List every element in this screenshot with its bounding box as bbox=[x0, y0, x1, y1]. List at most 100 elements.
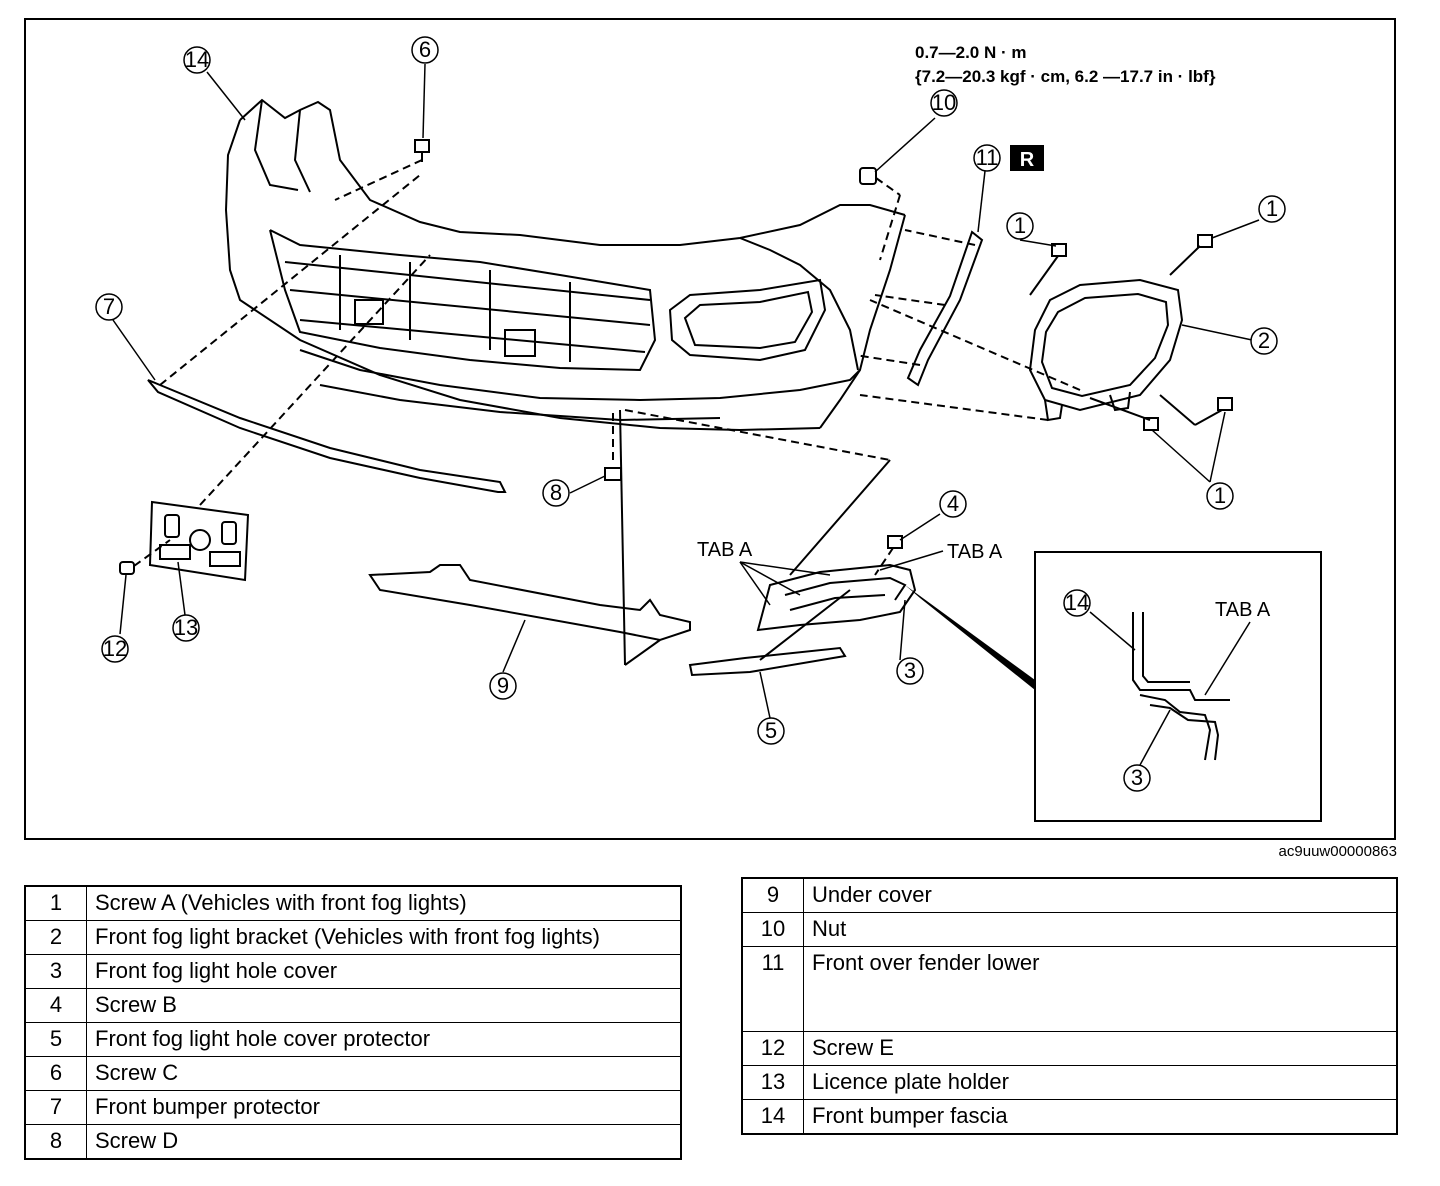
callout-label-14: 14 bbox=[185, 47, 209, 72]
front-bumper-fascia bbox=[224, 98, 906, 432]
callout-label-13: 13 bbox=[174, 615, 198, 640]
front-bumper-protector bbox=[147, 174, 507, 493]
image-code: ac9uuw00000863 bbox=[1279, 843, 1397, 860]
inset-tab-a-label: TAB A bbox=[1215, 599, 1271, 621]
callout-circle-4 bbox=[939, 490, 967, 518]
callout-circle-10 bbox=[930, 89, 958, 117]
legend-part-description: Front fog light hole cover bbox=[86, 954, 682, 989]
front-fog-light-bracket bbox=[1028, 278, 1184, 422]
callout-circle-14 bbox=[1063, 589, 1091, 617]
legend-part-number: 9 bbox=[741, 877, 804, 913]
callout-label-2: 2 bbox=[1258, 328, 1270, 353]
callout-circle-14 bbox=[183, 46, 211, 74]
callout-label-1: 1 bbox=[1266, 196, 1278, 221]
legend-part-number: 11 bbox=[741, 946, 804, 1032]
callout-leaders bbox=[112, 63, 1260, 719]
under-cover bbox=[368, 409, 891, 666]
legend-part-number: 5 bbox=[24, 1022, 87, 1057]
callout-label-3: 3 bbox=[1131, 765, 1143, 790]
callout-circle-2 bbox=[1250, 327, 1278, 355]
legend-part-number: 2 bbox=[24, 920, 87, 955]
legend-part-number: 6 bbox=[24, 1056, 87, 1091]
callout-circle-1 bbox=[1006, 212, 1034, 240]
callout-label-6: 6 bbox=[419, 37, 431, 62]
callout-circle-3 bbox=[896, 657, 924, 685]
front-fog-light-hole-cover bbox=[756, 459, 917, 632]
callout-circle-13 bbox=[172, 614, 200, 642]
callout-label-10: 10 bbox=[932, 90, 956, 115]
legend-part-description: Nut bbox=[803, 912, 1398, 947]
legend-part-number: 10 bbox=[741, 912, 804, 947]
screw-c bbox=[334, 139, 430, 201]
callout-label-12: 12 bbox=[103, 636, 127, 661]
callout-circle-8 bbox=[542, 479, 570, 507]
callout-circle-7 bbox=[95, 293, 123, 321]
callout-circle-9 bbox=[489, 672, 517, 700]
callout-label-3: 3 bbox=[904, 658, 916, 683]
callout-label-5: 5 bbox=[765, 718, 777, 743]
diagram-frame bbox=[24, 18, 1396, 840]
callout-circle-11 bbox=[973, 144, 1001, 172]
legend-part-number: 4 bbox=[24, 988, 87, 1023]
legend-part-number: 1 bbox=[24, 885, 87, 921]
legend-part-description: Front bumper fascia bbox=[803, 1099, 1398, 1135]
callout-label-9: 9 bbox=[497, 673, 509, 698]
callout-circle-1 bbox=[1258, 195, 1286, 223]
licence-plate-holder bbox=[148, 254, 431, 582]
callout-circle-5 bbox=[757, 717, 785, 745]
legend-part-number: 13 bbox=[741, 1065, 804, 1100]
detail-inset bbox=[905, 551, 1322, 822]
callout-label-1: 1 bbox=[1014, 213, 1026, 238]
legend-part-description: Screw E bbox=[803, 1031, 1398, 1066]
callout-label-8: 8 bbox=[550, 480, 562, 505]
legend-part-number: 7 bbox=[24, 1090, 87, 1125]
tab-a-leaders bbox=[739, 550, 944, 606]
front-over-fender-lower bbox=[854, 229, 984, 387]
callout-circle-6 bbox=[411, 36, 439, 64]
front-fog-light-hole-cover-protector bbox=[688, 589, 851, 677]
exploded-parts-diagram: 0.7—2.0 N · m {7.2—20.3 kgf · cm, 6.2 —1… bbox=[24, 18, 1397, 860]
replace-badge-box bbox=[1010, 145, 1044, 171]
callout-label-14: 14 bbox=[1065, 590, 1089, 615]
callout-circle-12 bbox=[101, 635, 129, 663]
legend-part-description: Screw B bbox=[86, 988, 682, 1023]
torque-spec-line1: 0.7—2.0 N · m bbox=[915, 43, 1027, 62]
tab-a-label-1: TAB A bbox=[697, 539, 753, 561]
legend-part-description: Front bumper protector bbox=[86, 1090, 682, 1125]
callout-label-1: 1 bbox=[1214, 483, 1226, 508]
legend-part-description: Screw C bbox=[86, 1056, 682, 1091]
legend-part-description: Screw D bbox=[86, 1124, 682, 1160]
callout-label-4: 4 bbox=[947, 491, 959, 516]
torque-spec-line2: {7.2—20.3 kgf · cm, 6.2 —17.7 in · lbf} bbox=[915, 67, 1216, 86]
nut bbox=[859, 167, 901, 261]
screw-a-group bbox=[859, 234, 1233, 431]
replace-badge: R bbox=[1020, 149, 1035, 171]
callout-circle-1 bbox=[1206, 482, 1234, 510]
legend-part-description: Licence plate holder bbox=[803, 1065, 1398, 1100]
legend-part-number: 14 bbox=[741, 1099, 804, 1135]
legend-part-number: 12 bbox=[741, 1031, 804, 1066]
legend-part-description: Under cover bbox=[803, 877, 1398, 913]
screw-e bbox=[119, 539, 171, 575]
legend-part-description: Front over fender lower bbox=[803, 946, 1398, 1032]
tab-a-label-2: TAB A bbox=[947, 541, 1003, 563]
legend-part-description: Front fog light bracket (Vehicles with f… bbox=[86, 920, 682, 955]
screw-b bbox=[874, 535, 903, 576]
legend-part-number: 3 bbox=[24, 954, 87, 989]
